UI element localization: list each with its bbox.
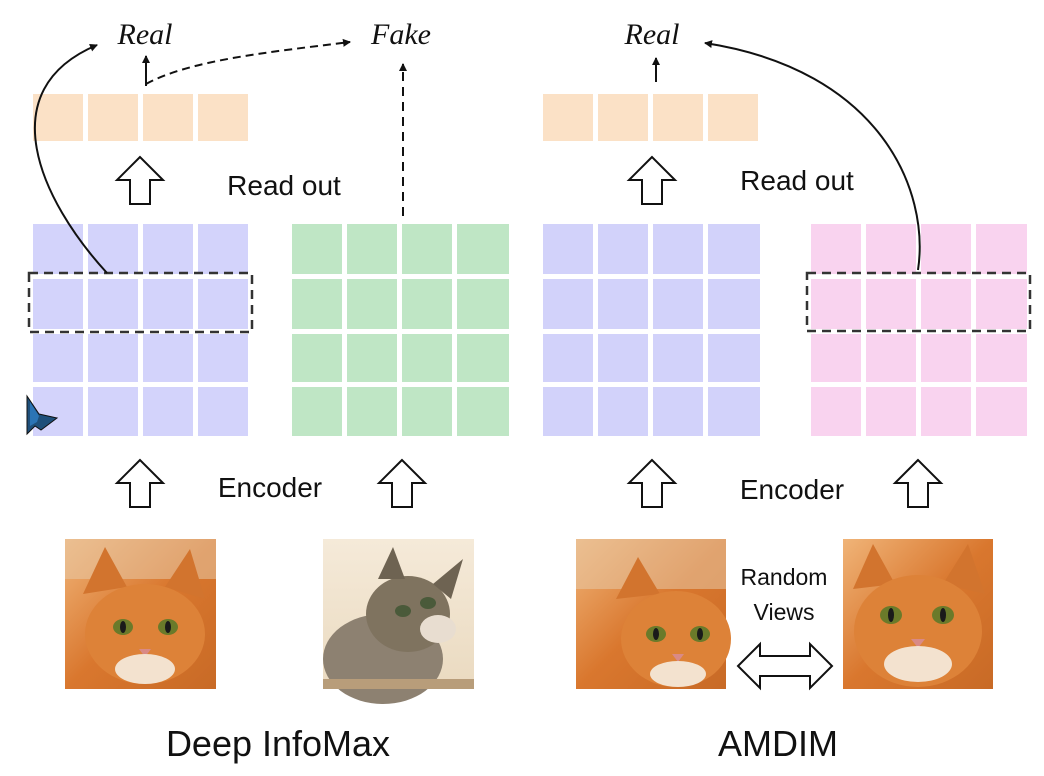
amdim-view2-image bbox=[843, 539, 993, 689]
dim-readout-cell bbox=[88, 94, 138, 141]
dim-local-feature-selection bbox=[27, 271, 254, 334]
dim-readout-cell bbox=[33, 94, 83, 141]
amdim-readout-cell bbox=[653, 94, 703, 141]
amdim-view2-encoder-up-arrow-icon bbox=[892, 458, 944, 508]
amdim-local-feature-grid bbox=[811, 224, 1027, 436]
amdim-readout-up-arrow-icon bbox=[626, 155, 678, 205]
dim-readout-label: Read out bbox=[227, 170, 341, 201]
dim-real-image bbox=[65, 539, 216, 689]
cursor-icon bbox=[26, 394, 59, 436]
amdim-readout-row bbox=[543, 94, 758, 141]
amdim-global-feature-grid bbox=[543, 224, 760, 436]
amdim-local-feature-selection bbox=[805, 271, 1032, 333]
amdim-title: AMDIM bbox=[718, 723, 838, 764]
dim-readout-cell bbox=[143, 94, 193, 141]
amdim-local-to-real-arrow bbox=[704, 40, 921, 271]
dim-fake-pair-arrow bbox=[145, 38, 351, 85]
amdim-readout-label: Read out bbox=[740, 165, 854, 196]
amdim-real-label: Real bbox=[624, 18, 680, 51]
dim-real-encoder-up-arrow-icon bbox=[114, 458, 166, 508]
dim-fake-feature-grid bbox=[292, 224, 509, 436]
dim-real-feature-grid bbox=[33, 224, 248, 436]
dim-fake-encoder-up-arrow-icon bbox=[376, 458, 428, 508]
dim-readout-row bbox=[33, 94, 248, 141]
amdim-readout-cell bbox=[708, 94, 758, 141]
amdim-view1-image bbox=[576, 539, 731, 689]
dim-fake-image bbox=[323, 539, 474, 704]
amdim-readout-cell bbox=[598, 94, 648, 141]
dim-local-to-real-arrow bbox=[33, 44, 108, 274]
views-label: Views bbox=[754, 599, 815, 625]
dim-encoder-label: Encoder bbox=[218, 472, 322, 503]
dim-readout-up-arrow-icon bbox=[114, 155, 166, 205]
dim-readout-cell bbox=[198, 94, 248, 141]
random-label: Random bbox=[741, 564, 828, 590]
random-views-double-arrow-icon bbox=[736, 641, 834, 691]
dim-title: Deep InfoMax bbox=[166, 723, 390, 764]
amdim-encoder-label: Encoder bbox=[740, 474, 844, 505]
amdim-view1-encoder-up-arrow-icon bbox=[626, 458, 678, 508]
amdim-readout-cell bbox=[543, 94, 593, 141]
dim-fake-label: Fake bbox=[370, 18, 431, 51]
dim-real-label: Real bbox=[117, 18, 173, 51]
